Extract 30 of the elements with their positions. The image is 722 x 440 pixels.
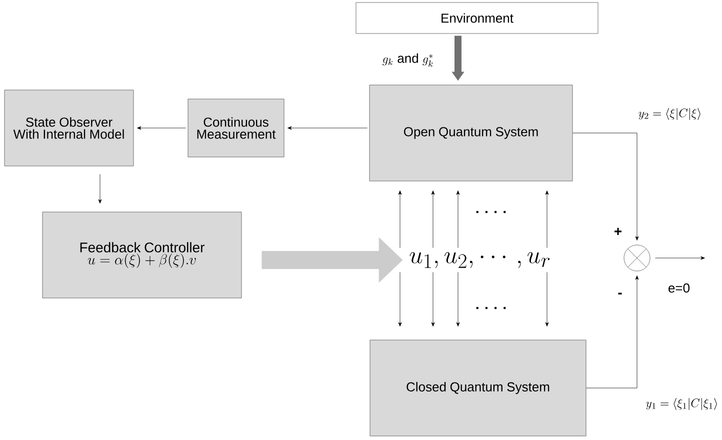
arrow xyxy=(545,190,549,248)
arrow xyxy=(655,256,705,260)
system-box: Open Quantum System xyxy=(369,84,573,182)
arrow xyxy=(431,190,435,248)
arrow xyxy=(288,126,368,130)
ellipsis-dots: . . . . xyxy=(476,210,506,214)
sign-label: + xyxy=(614,228,622,235)
arrow xyxy=(456,190,460,248)
edge-label: $y_2 = \langle\xi|C|\xi\rangle$ xyxy=(637,107,703,121)
ellipsis-dots: . . . . xyxy=(476,306,506,310)
arrow xyxy=(456,272,460,326)
arrow xyxy=(98,174,102,204)
edge-label: $g_k \text{ and } g_k^*$ xyxy=(381,52,435,68)
arrow xyxy=(398,272,402,326)
summing-junction xyxy=(624,244,650,272)
arrow xyxy=(431,272,435,326)
environment-box: Environment xyxy=(356,2,598,34)
arrow xyxy=(572,132,639,240)
process-box: State Observer With Internal Model xyxy=(4,90,134,166)
system-box: Closed Quantum System xyxy=(370,340,586,436)
arrow xyxy=(545,272,549,326)
arrow xyxy=(137,126,186,130)
edge-label: $y_1 = \langle\xi_1|C|\xi_1\rangle$ xyxy=(644,397,720,411)
sign-label: - xyxy=(618,292,622,294)
control-inputs: $u_1, u_2, \cdots, u_r$ xyxy=(410,252,550,268)
controller-box: Feedback Controller $u=\alpha(\xi)+\beta(\xi).v$ xyxy=(42,212,242,298)
arrow xyxy=(586,276,639,388)
process-box: Continuous Measurement xyxy=(188,98,284,158)
arrow xyxy=(398,190,402,248)
edge-label: e=0 xyxy=(666,282,692,294)
